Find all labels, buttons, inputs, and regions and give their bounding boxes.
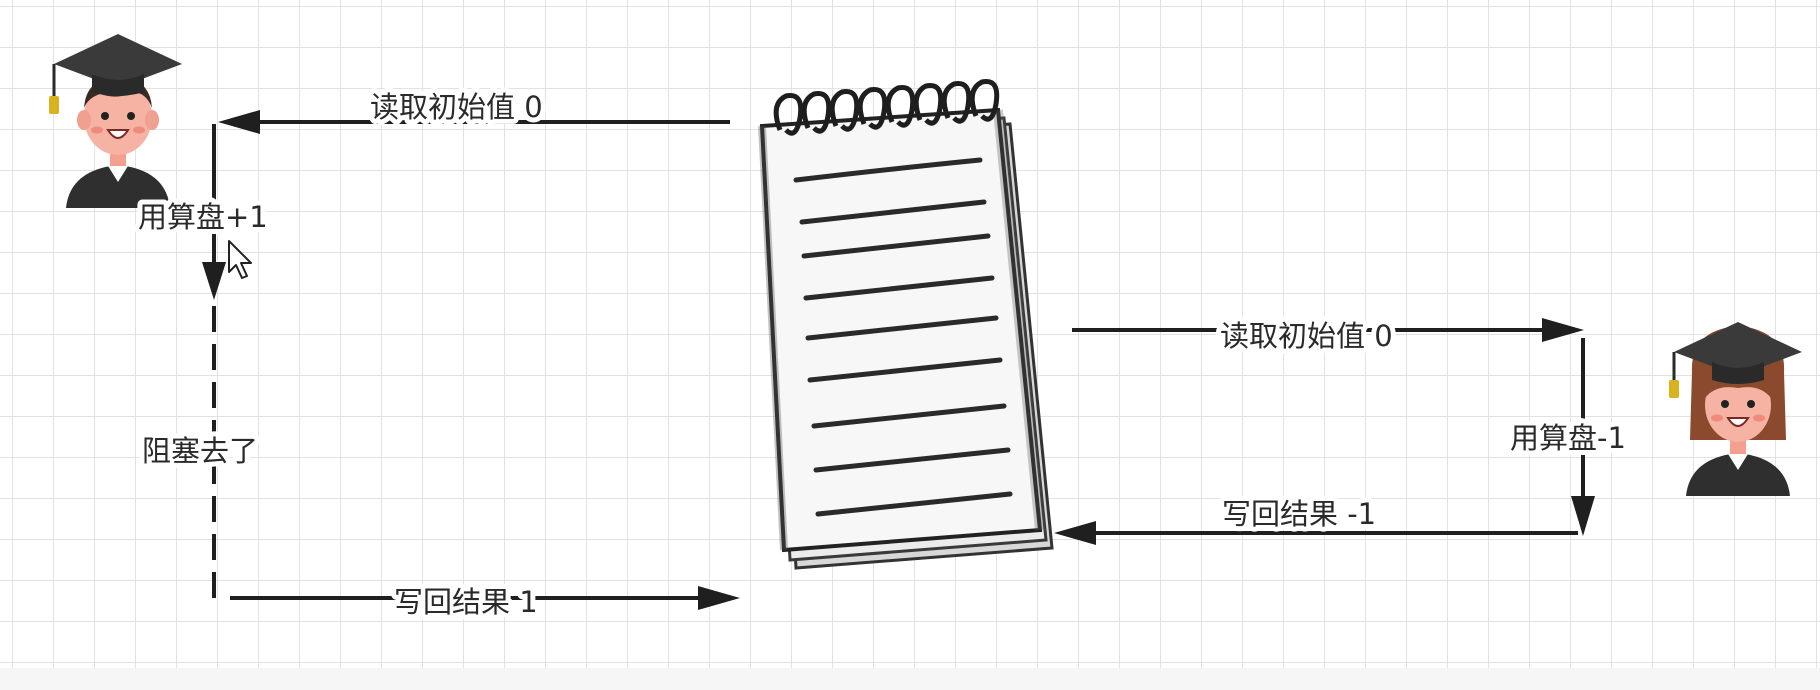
left-write-arrow (230, 586, 740, 610)
right-read-arrow (1072, 318, 1584, 342)
right-write-label: 写回结果 -1 (1222, 497, 1376, 531)
left-compute-label: 用算盘+1 (138, 200, 268, 234)
left-blocked-label: 阻塞去了 (142, 434, 258, 468)
mouse-pointer-icon (228, 240, 252, 279)
notepad-icon (758, 78, 1054, 570)
right-read-label: 读取初始值 0 (1220, 319, 1393, 353)
left-read-arrow (218, 110, 730, 134)
bottom-band (0, 668, 1820, 690)
right-write-arrow (1054, 521, 1578, 545)
left-compute-arrow (202, 124, 226, 300)
left-write-label: 写回结果 1 (394, 585, 538, 619)
left-read-label: 读取初始值 0 (370, 90, 543, 124)
graduate-boy-icon (49, 34, 182, 208)
right-compute-arrow (1571, 338, 1595, 536)
right-compute-label: 用算盘-1 (1510, 421, 1626, 455)
graduate-girl-icon (1669, 322, 1802, 496)
